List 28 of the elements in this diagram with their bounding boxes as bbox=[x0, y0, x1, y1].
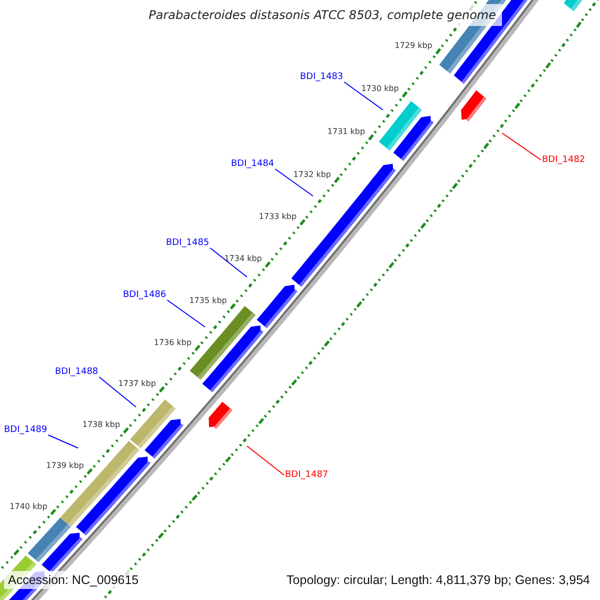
gene-label: BDI_1483 bbox=[300, 71, 344, 83]
tick-label: 1735 kbp bbox=[189, 296, 227, 306]
leader-line bbox=[274, 168, 314, 196]
tick-label: 1734 kbp bbox=[224, 254, 262, 264]
tick-label: 1738 kbp bbox=[82, 420, 120, 430]
leader-line bbox=[210, 248, 248, 278]
tick-label: 1729 kbp bbox=[394, 40, 432, 51]
tick-label: 1732 kbp bbox=[293, 170, 331, 180]
tick-label: 1739 kbp bbox=[46, 460, 84, 471]
leader-line bbox=[344, 82, 384, 110]
gene-label: BDI_1489 bbox=[4, 424, 48, 436]
leader-line bbox=[48, 434, 78, 448]
gene-label: BDI_1485 bbox=[166, 237, 210, 249]
tick-label: 1733 kbp bbox=[258, 212, 297, 222]
gene-label: BDI_1487 bbox=[285, 469, 328, 481]
tick-label: 1737 kbp bbox=[118, 378, 156, 389]
tick-label: 1731 kbp bbox=[327, 126, 366, 137]
tick-label: 1736 kbp bbox=[154, 338, 192, 348]
leader-line bbox=[98, 376, 136, 408]
leader-line bbox=[502, 132, 542, 160]
tick-label: 1730 kbp bbox=[361, 84, 399, 94]
leader-line bbox=[166, 300, 206, 328]
gene-label: BDI_1486 bbox=[123, 289, 166, 301]
gene-label: BDI_1488 bbox=[55, 366, 98, 378]
tick-label: 1740 kbp bbox=[10, 502, 48, 512]
gene-label: BDI_1484 bbox=[231, 158, 274, 170]
gene-label: BDI_1482 bbox=[542, 154, 586, 166]
leader-line bbox=[246, 446, 284, 476]
